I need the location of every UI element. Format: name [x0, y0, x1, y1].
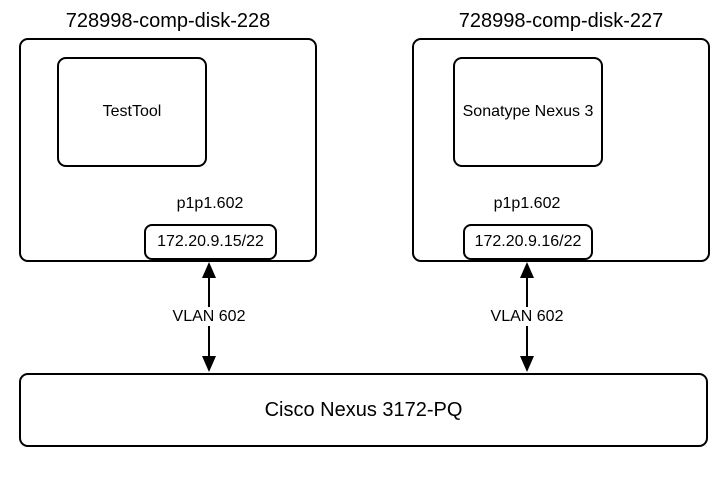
- host-title-227: 728998-comp-disk-227: [458, 10, 664, 32]
- app-label-nexus3: Sonatype Nexus 3: [462, 103, 594, 120]
- ip-label-228: 172.20.9.15/22: [157, 233, 264, 250]
- ip-box-228: 172.20.9.15/22: [144, 224, 277, 260]
- arrowhead-up-icon: [520, 262, 534, 278]
- ip-label-227: 172.20.9.16/22: [474, 233, 582, 250]
- switch-box: Cisco Nexus 3172-PQ: [19, 373, 708, 447]
- app-box-nexus3: Sonatype Nexus 3: [453, 57, 603, 167]
- switch-label: Cisco Nexus 3172-PQ: [264, 398, 463, 421]
- arrowhead-up-icon: [202, 262, 216, 278]
- arrowhead-down-icon: [202, 356, 216, 372]
- interface-label-228: p1p1.602: [176, 195, 244, 212]
- vlan-label-228: VLAN 602: [169, 307, 249, 326]
- ip-box-227: 172.20.9.16/22: [463, 224, 593, 260]
- arrowhead-down-icon: [520, 356, 534, 372]
- vlan-label-227: VLAN 602: [487, 307, 567, 326]
- interface-label-227: p1p1.602: [493, 195, 561, 212]
- app-box-testtool: TestTool: [57, 57, 207, 167]
- app-label-testtool: TestTool: [102, 103, 162, 120]
- host-title-228: 728998-comp-disk-228: [65, 10, 271, 32]
